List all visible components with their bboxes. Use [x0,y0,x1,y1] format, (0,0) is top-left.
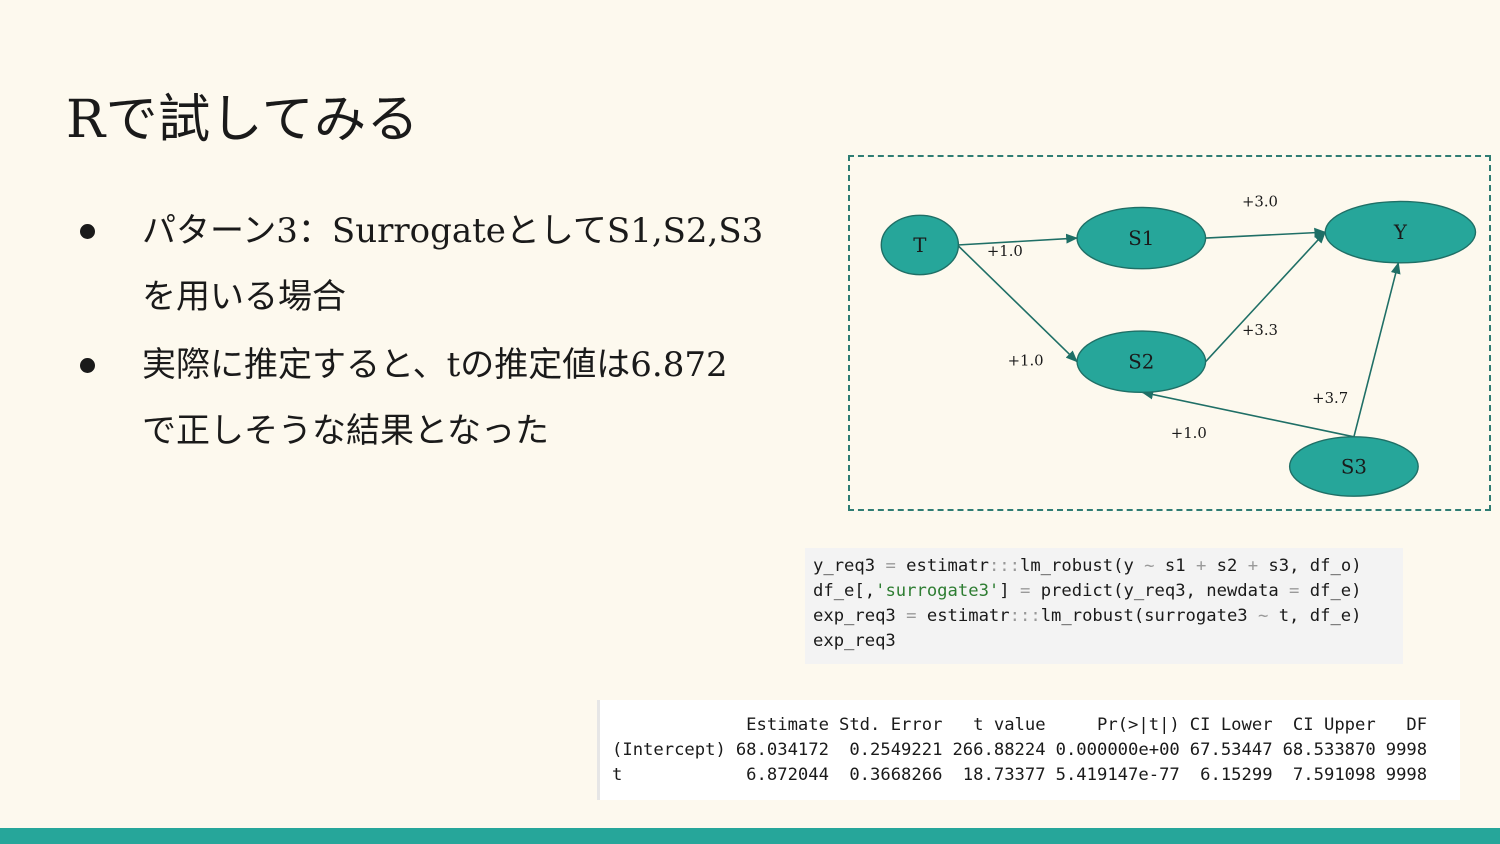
column-header: Pr(>|t|) [1096,715,1180,735]
bullet-dot-icon [80,358,95,373]
edge-label-t-s2: +1.0 [1008,353,1044,370]
edge-s3-y [1353,261,1401,438]
code-line: y_req3 = estimatr:::lm_robust(y ~ s1 + s… [813,556,1362,576]
table-cell: 0.2549221 [849,740,943,760]
node-y: Y [1324,200,1477,264]
column-header: Estimate [746,715,829,735]
bullet-item: 実際に推定すると、tの推定値は6.872 で正しそうな結果となった [80,332,780,464]
table-cell: 6.15299 [1200,765,1273,785]
node-s2: S2 [1076,330,1207,394]
column-header: DF [1406,715,1428,735]
node-label: S2 [1128,351,1154,374]
bullet-dot-icon [80,224,95,239]
bullet-list: パターン3：SurrogateとしてS1,S2,S3 を用いる場合 実際に推定す… [80,198,780,466]
edge-s2-y [1205,231,1326,363]
table-cell: 7.591098 [1292,765,1376,785]
column-header: CI Upper [1292,715,1376,735]
table-cell: 67.53447 [1189,740,1273,760]
table-cell: 9998 [1385,765,1428,785]
table-cell: 68.034172 [735,740,829,760]
edge-label-s1-y: +3.0 [1242,193,1278,210]
table-cell: 266.88224 [952,740,1046,760]
bullet-line: で正しそうな結果となった [142,411,549,451]
edge-s3-s2 [1141,389,1355,438]
node-t: T [880,214,960,276]
node-label: S1 [1128,227,1154,250]
node-s1: S1 [1076,206,1207,270]
node-label: Y [1393,221,1408,244]
table-header-row: Estimate Std. Error t value Pr(>|t|) CI Lowe… [612,713,1427,738]
table-cell: 18.73377 [962,765,1046,785]
bullet-line: パターン3：SurrogateとしてS1,S2,S3 [142,211,764,251]
bullet-item: パターン3：SurrogateとしてS1,S2,S3 を用いる場合 [80,198,780,330]
table-cell: 0.3668266 [849,765,943,785]
regression-output: Estimate Std. Error t value Pr(>|t|) CI Lowe… [597,700,1460,800]
column-header: t value [973,715,1046,735]
edge-t-s2 [956,244,1078,363]
bullet-line: 実際に推定すると、tの推定値は6.872 [142,345,728,385]
table-row: t 6.872044 0.3668266 18.73377 5.419147e-77 6.… [612,763,1427,788]
table-row: (Intercept) 68.034172 0.2549221 266.88224 0.… [612,738,1427,763]
edge-label-s3-y: +3.7 [1312,390,1348,407]
code-line: exp_req3 = estimatr:::lm_robust(surrogat… [813,606,1362,626]
edge-label-s2-y: +3.3 [1242,322,1278,339]
column-header: CI Lower [1189,715,1273,735]
code-block: y_req3 = estimatr:::lm_robust(y ~ s1 + s… [805,548,1403,664]
node-s3: S3 [1288,436,1419,497]
node-label: S3 [1341,455,1367,478]
column-header: Std. Error [838,715,943,735]
edge-label-t-s1: +1.0 [987,243,1023,260]
table-cell: 9998 [1385,740,1428,760]
code-line: exp_req3 [813,631,896,651]
edge-t-s1 [957,233,1079,246]
edge-label-s3-s2: +1.0 [1171,425,1207,442]
slide-title: Rで試してみる [66,90,420,150]
bullet-line: を用いる場合 [142,277,346,317]
bottom-accent-bar [0,828,1500,844]
table-cell: 6.872044 [746,765,829,785]
table-cell: t [612,765,623,785]
column-header [612,713,726,738]
table-cell: 0.000000e+00 [1055,740,1180,760]
regression-table: Estimate Std. Error t value Pr(>|t|) CI Lowe… [612,713,1427,788]
code-line: df_e[,'surrogate3'] = predict(y_req3, ne… [813,581,1362,601]
table-cell: 5.419147e-77 [1055,765,1180,785]
edge-s1-y [1205,227,1327,239]
node-label: T [913,234,926,257]
table-cell: 68.533870 [1282,740,1376,760]
table-cell: (Intercept) [612,740,726,760]
